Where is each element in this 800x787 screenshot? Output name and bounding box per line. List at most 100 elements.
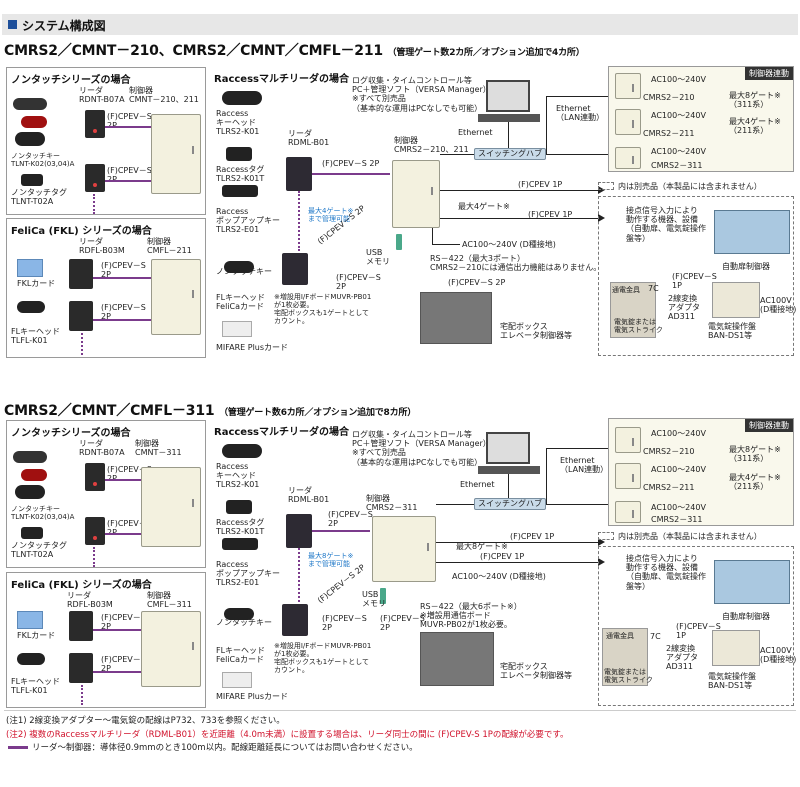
sec2-multi-fl-label: FLキーヘッド FeliCaカード xyxy=(216,646,266,665)
sec2-pc-icon xyxy=(486,432,530,464)
raccess-tag-icon xyxy=(226,147,252,161)
fl-keyhead-icon xyxy=(17,301,45,313)
sec2-ctl-link-label: 制御器連動 xyxy=(745,419,793,432)
sec1-lock-icon xyxy=(610,282,656,338)
sec1-line-link-h xyxy=(546,96,608,97)
sec2-switch-hub-label: スイッチングハブ xyxy=(478,499,542,508)
header-square-icon xyxy=(8,20,17,29)
sec2-rs422: RS－422（最大6ポート※） ※増設用通信ボード MUVR-PB02が1枚必要… xyxy=(420,602,522,630)
sec2-lock-op: 電気錠操作盤 BAN-DS1等 xyxy=(708,672,756,691)
nt-wire2 xyxy=(105,180,151,182)
sec2-nt-key-label: ノンタッチキー TLNT-K02(03,04)A xyxy=(11,505,75,522)
sec2-multi-cable-diag: (F)CPEV－S 2P xyxy=(316,562,367,606)
sec1-switch-hub-label: スイッチングハブ xyxy=(478,149,542,158)
sec2-arrow1-icon xyxy=(598,538,605,546)
felica2-wire1 xyxy=(93,629,141,631)
mifare2-card-icon xyxy=(222,672,252,688)
nt-key-blue-icon xyxy=(13,98,47,110)
sec1-nt-reader-label: リーダ RDNT-B07A xyxy=(79,86,125,105)
felica-dotted xyxy=(81,333,83,355)
sec2-link-note1: 最大8ゲート※ （311系） xyxy=(729,445,781,464)
sec2-line-ctl-hub xyxy=(436,504,474,505)
sec1-adapter: 2線変換 アダプタ AD311 xyxy=(668,294,700,322)
nt-key-red-icon xyxy=(21,116,47,128)
sec1-line-hub-link xyxy=(546,154,608,155)
sec2-felica-card-label: FKLカード xyxy=(17,631,56,640)
sec1-max-gate-text: 最大4ゲート※ xyxy=(458,202,510,211)
sec1-link-eth: Ethernet （LAN連動） xyxy=(556,104,605,123)
multi-ntkey-icon xyxy=(224,261,254,273)
sec2-controller-label: 制御器 CMRS2－311 xyxy=(366,494,418,513)
sec1-felica-panel: FeliCa (FKL) シリーズの場合 リーダ RDFL-B03M 制御器 C… xyxy=(6,218,206,358)
sec2-multi-cable-lower: (F)CPEV－S 2P xyxy=(322,614,367,633)
sec1-link-ctl3 xyxy=(615,147,641,169)
multi2-reader2 xyxy=(282,604,308,636)
sec1-felica-cable1: (F)CPEV－S 2P xyxy=(101,261,146,280)
nt2-reader2 xyxy=(85,517,105,545)
sec1-max-gate: 最大4ゲート※ xyxy=(458,202,510,211)
sec1-link-ac3: AC100～240V xyxy=(651,147,706,156)
sec1-ac100v: AC100V (D種接地) xyxy=(760,296,797,315)
sec1-keyboard-icon xyxy=(478,114,540,122)
sec2-multi-ntkey-label: ノンタッチキー xyxy=(216,618,272,627)
multi-reader2 xyxy=(282,253,308,285)
sec1-link-m2: CMRS2－211 xyxy=(643,129,695,138)
multi-reader1 xyxy=(286,157,312,191)
multi-dotted1 xyxy=(298,191,300,251)
sec2-usb-icon xyxy=(380,588,386,604)
sec1-separate: 内は別売品（本製品には含まれません） xyxy=(618,182,762,191)
nt2-reader1 xyxy=(85,463,105,491)
sec2-felica-ctl-label: 制御器 CMFL－311 xyxy=(147,591,192,610)
sec2-cpev-s1p: (F)CPEV－S 1P xyxy=(676,622,721,641)
felica-controller-cabinet xyxy=(151,259,201,335)
sec1-multi-heading: Raccessマルチリーダの場合 xyxy=(214,74,349,85)
nt-reader1 xyxy=(85,110,105,138)
sec1-nt-cable2: (F)CPEV－S 2P xyxy=(107,166,152,184)
sec1-controller-label: 制御器 CMRS2－210、211 xyxy=(394,136,469,155)
felica2-reader1 xyxy=(69,611,93,641)
section1-title-text: CMRS2／CMNT－210、CMRS2／CMNT／CMFL－211 xyxy=(4,43,383,59)
sec1-nt-tag-label: ノンタッチタグ TLNT-T02A xyxy=(11,188,67,207)
sec2-line-link-v xyxy=(546,448,547,504)
sec2-link-ctl3 xyxy=(615,501,641,523)
sec1-line-cpev2 xyxy=(440,218,600,219)
sec2-line-cpev1 xyxy=(436,542,600,543)
sec2-link-ac2: AC100～240V xyxy=(651,465,706,474)
sec1-usb-label: USB メモリ xyxy=(366,248,390,267)
sec1-felica-head-label: FLキーヘッド TLFL-K01 xyxy=(11,327,61,346)
note-2: (注2) 複数のRaccessマルチリーダ（RDML-B01）を近距離（4.0m… xyxy=(6,730,569,740)
nt2-wire1 xyxy=(105,479,141,481)
sec2-cpev2: (F)CPEV 1P xyxy=(480,552,525,561)
felica-wire1 xyxy=(93,277,151,279)
sec1-multi-panel: Raccessマルチリーダの場合 Raccess キーヘッド TLRS2-K01… xyxy=(212,67,418,358)
sec2-link-eth: Ethernet （LAN連動） xyxy=(560,456,609,475)
nt2-key-red-icon xyxy=(21,469,47,481)
sec2-link-ctl1 xyxy=(615,427,641,453)
sec1-line-link-v xyxy=(546,96,547,154)
sec1-link-note1: 最大8ゲート※ （311系） xyxy=(729,91,781,110)
sec2-nt-reader-label: リーダ RDNT-B07A xyxy=(79,439,125,458)
sec1-multi-ntkey-label: ノンタッチキー xyxy=(216,267,272,276)
nt2-wire2 xyxy=(105,533,141,535)
sec2-line-hub-link xyxy=(546,504,608,505)
sec2-delivery-lockers xyxy=(420,632,494,686)
sec1-delivery: 宅配ボックス エレベータ制御器等 xyxy=(500,322,572,341)
nt2-tag-icon xyxy=(21,527,43,539)
sec1-lock: 電気錠または 電気ストライク xyxy=(614,318,663,335)
sec2-felica-heading: FeliCa (FKL) シリーズの場合 xyxy=(11,580,152,591)
sec1-felica-card-label: FKLカード xyxy=(17,279,56,288)
sec1-dash-legend xyxy=(598,182,614,190)
sec1-link-ac2: AC100～240V xyxy=(651,111,706,120)
sec2-nt-cable2: (F)CPEV－S 2P xyxy=(107,519,152,537)
multi-wire1 xyxy=(312,173,390,175)
sec1-auto-door: 自動扉制御器 xyxy=(722,262,770,271)
sec2-nt-tag-label: ノンタッチタグ TLNT-T02A xyxy=(11,541,67,560)
sec2-contact: 接点信号入力により 動作する機器、設備 （自動扉、電気錠操作 盤等） xyxy=(626,554,706,591)
sec2-nt-cable1: (F)CPEV－S 2P xyxy=(107,465,152,483)
nt2-key-blue-icon xyxy=(13,451,47,463)
nt-wire1 xyxy=(105,126,151,128)
raccess2-tag-icon xyxy=(226,500,252,514)
sec1-nt-panel: ノンタッチシリーズの場合 リーダ RDNT-B07A 制御器 CMNT－210、… xyxy=(6,67,206,215)
sec1-felica-heading: FeliCa (FKL) シリーズの場合 xyxy=(11,226,152,237)
section1-title: CMRS2／CMNT－210、CMRS2／CMNT／CMFL－211 （管理ゲー… xyxy=(4,40,585,60)
